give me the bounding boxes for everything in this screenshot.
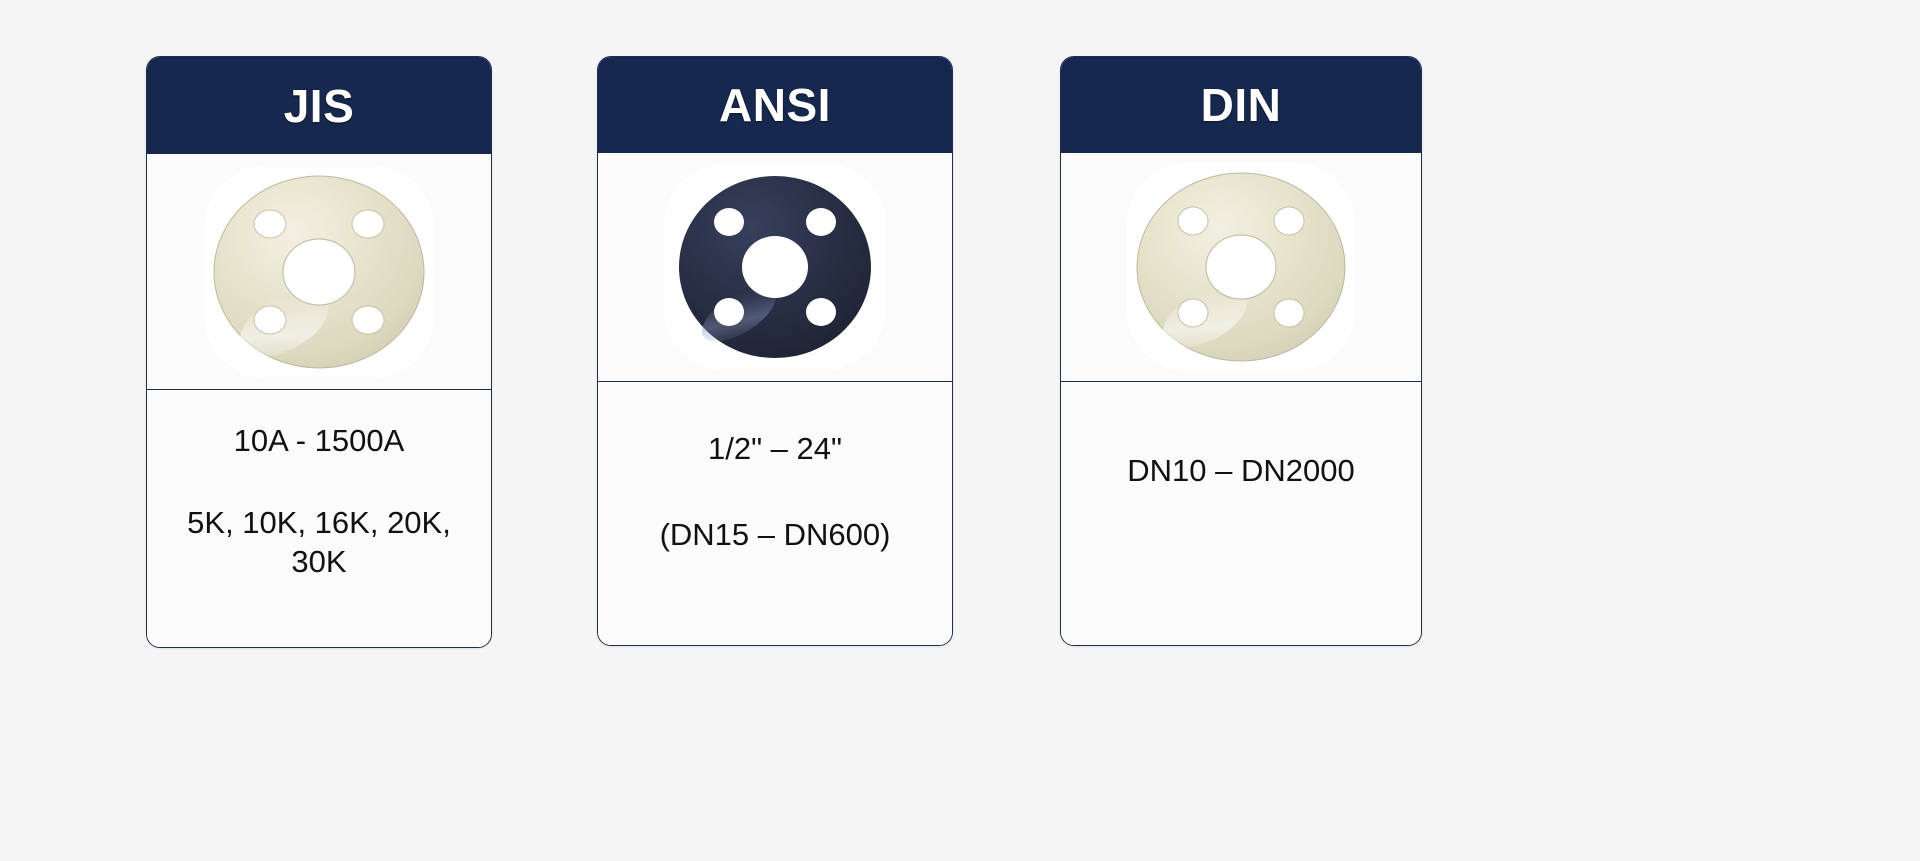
card-title-jis: JIS [283,79,355,132]
card-header-jis: JIS [147,57,491,154]
card-spec-panel-jis: 10A - 1500A 5K, 10K, 16K, 20K, 30K [147,390,491,647]
card-image-panel-ansi [598,153,952,382]
card-header-din: DIN [1061,57,1421,153]
flange-disc-icon [1136,172,1346,362]
card-title-din: DIN [1200,79,1282,131]
standard-card-jis[interactable]: JIS [146,56,492,648]
image-backdrop-ansi [664,164,886,370]
spec-line-size-range: 10A - 1500A [233,423,405,458]
spec-line-size-range: 1/2" – 24" [707,431,843,466]
spec-line-pressure-class: 5K, 10K, 16K, 20K, 30K [187,505,451,579]
spec-line-dn-equivalent: (DN15 – DN600) [659,517,891,553]
card-spec-panel-din: DN10 – DN2000 [1061,382,1421,645]
card-spec-panel-ansi: 1/2" – 24" (DN15 – DN600) [598,382,952,645]
card-header-ansi: ANSI [598,57,952,153]
image-backdrop-jis [204,165,434,378]
flange-disc-icon [213,175,425,368]
card-image-panel-jis [147,154,491,390]
standard-card-ansi[interactable]: ANSI [597,56,953,646]
card-image-panel-din [1061,153,1421,382]
card-title-ansi: ANSI [719,79,831,131]
spec-line-size-range: DN10 – DN2000 [1127,453,1355,488]
flange-disc-icon [679,176,871,358]
image-backdrop-din [1127,163,1355,371]
standard-card-din[interactable]: DIN [1060,56,1422,646]
